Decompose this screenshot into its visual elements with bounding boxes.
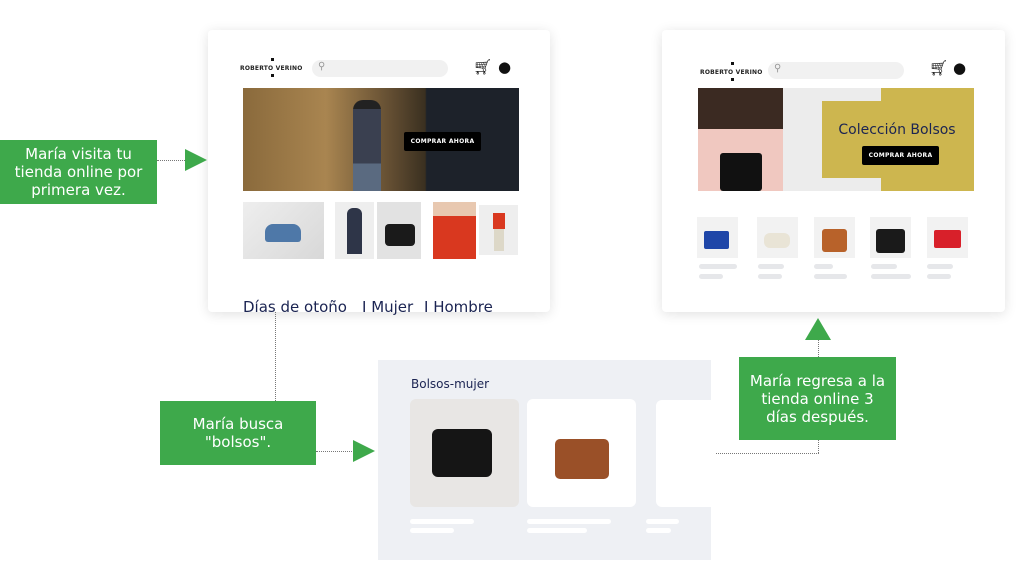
brand-logo: ROBERTO VERINO: [700, 62, 763, 81]
connector: [316, 451, 352, 452]
search-input[interactable]: ⚲: [768, 62, 904, 79]
user-icon[interactable]: ●: [498, 58, 512, 76]
connector: [275, 312, 276, 401]
man-photo[interactable]: [479, 205, 518, 255]
search-input[interactable]: ⚲: [312, 60, 448, 77]
connector: [716, 453, 819, 454]
category-autumn[interactable]: Días de otoño: [243, 298, 347, 316]
brown-bag-photo[interactable]: [527, 399, 636, 507]
store-homepage-return-visit: ROBERTO VERINO ⚲ 🛒︎ ● Colección Bolsos C…: [662, 30, 1005, 312]
shop-now-button[interactable]: COMPRAR AHORA: [862, 146, 939, 165]
product-card[interactable]: [870, 217, 911, 258]
category-men[interactable]: I Hombre: [424, 298, 493, 316]
model-photo: [353, 100, 381, 191]
brand-logo: ROBERTO VERINO: [240, 58, 303, 77]
cart-icon[interactable]: 🛒︎: [473, 58, 493, 76]
step-first-visit: María visita tu tienda online por primer…: [0, 140, 157, 204]
step-search: María busca "bolsos".: [160, 401, 316, 465]
product-card[interactable]: [927, 217, 968, 258]
connector: [818, 340, 819, 357]
hero-banner[interactable]: [698, 88, 974, 191]
product-card[interactable]: [697, 217, 738, 258]
sneakers-photo[interactable]: [243, 202, 324, 259]
man-polo-photo[interactable]: [433, 202, 476, 259]
arrow-right-icon: [353, 440, 375, 462]
arrow-up-icon: [805, 318, 831, 340]
cart-icon[interactable]: 🛒︎: [929, 59, 949, 77]
partial-result-card[interactable]: [656, 400, 711, 507]
quilted-bag-photo[interactable]: [410, 399, 519, 507]
black-bag: [720, 153, 762, 191]
store-homepage-first-visit: ROBERTO VERINO ⚲ 🛒︎ ● COMPRAR AHORA Días…: [208, 30, 550, 316]
connector: [818, 440, 819, 453]
user-icon[interactable]: ●: [953, 59, 967, 77]
search-results-panel: Bolsos-mujer: [378, 360, 711, 560]
search-icon: ⚲: [774, 63, 782, 74]
category-women[interactable]: I Mujer: [362, 298, 414, 316]
product-card[interactable]: [814, 217, 855, 258]
hero-title: Colección Bolsos: [838, 122, 956, 138]
arrow-right-icon: [185, 149, 207, 171]
boots-photo[interactable]: [377, 202, 421, 259]
results-title: Bolsos-mujer: [411, 377, 490, 391]
step-return-visit: María regresa a la tienda online 3 días …: [739, 357, 896, 440]
search-icon: ⚲: [318, 61, 326, 72]
connector: [157, 160, 185, 161]
shop-now-button[interactable]: COMPRAR AHORA: [404, 132, 481, 151]
product-card[interactable]: [757, 217, 798, 258]
woman-photo[interactable]: [335, 202, 374, 259]
